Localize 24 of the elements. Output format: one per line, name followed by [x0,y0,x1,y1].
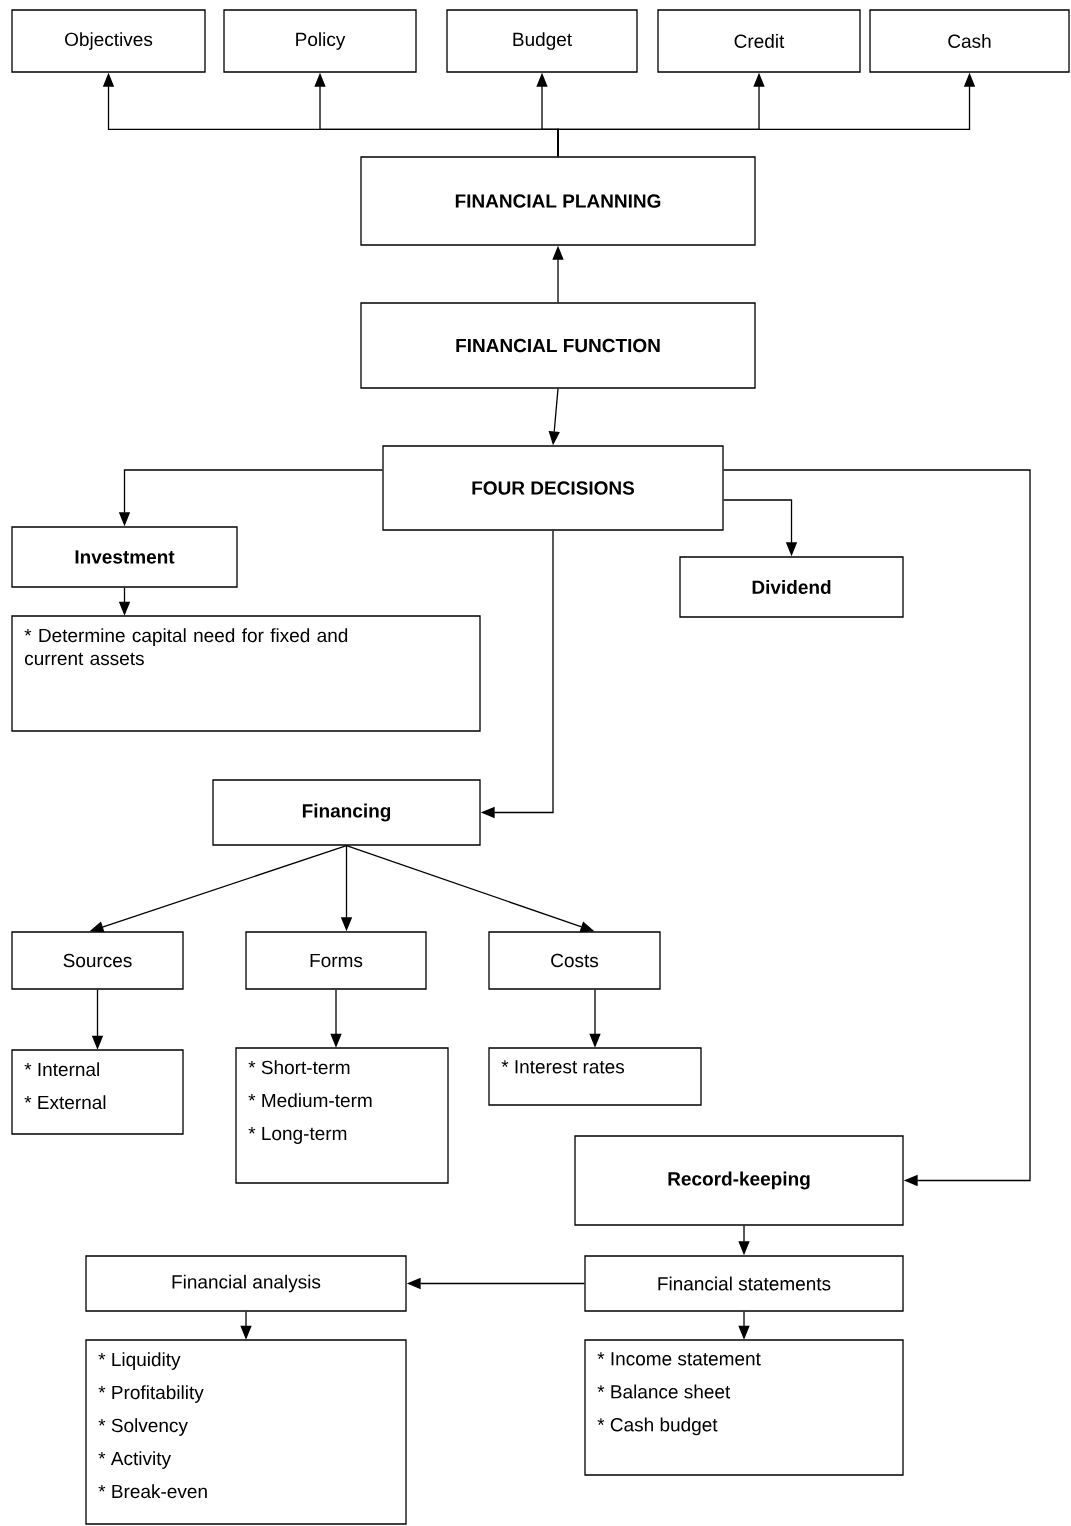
label-box: Financial statements [584,1255,904,1312]
heading-box: FINANCIAL FUNCTION [360,302,756,389]
label-box: Budget [446,9,638,73]
label-box: Credit [657,9,861,73]
heading-box: Financing [212,779,481,846]
label-box: Cash [869,9,1070,73]
list-box: * Liquidity * Profitability * Solvency * Activity * Break-even [85,1339,407,1525]
list-box: * Internal * External [11,1049,184,1135]
heading-box: Record-keeping [574,1135,904,1226]
label-box: Objectives [11,9,206,73]
list-box: * Income statement * Balance sheet * Cash budget [584,1339,904,1476]
heading-box: FINANCIAL PLANNING [360,156,756,246]
heading-box: FOUR DECISIONS [382,445,724,531]
list-box: * Short-term * Medium-term * Long-term [235,1047,449,1184]
heading-box: Investment [11,526,238,588]
label-box: Sources [11,931,184,990]
label-box: Financial analysis [85,1255,407,1312]
text-box: * Determine capital need for fixed and current assets [11,615,481,732]
label-box: Policy [223,9,417,73]
arrow [723,469,1031,1187]
heading-box: Dividend [679,556,904,618]
label-box: Costs [488,931,661,990]
list-box: * Interest rates [488,1047,702,1106]
label-box: Forms [245,931,427,990]
